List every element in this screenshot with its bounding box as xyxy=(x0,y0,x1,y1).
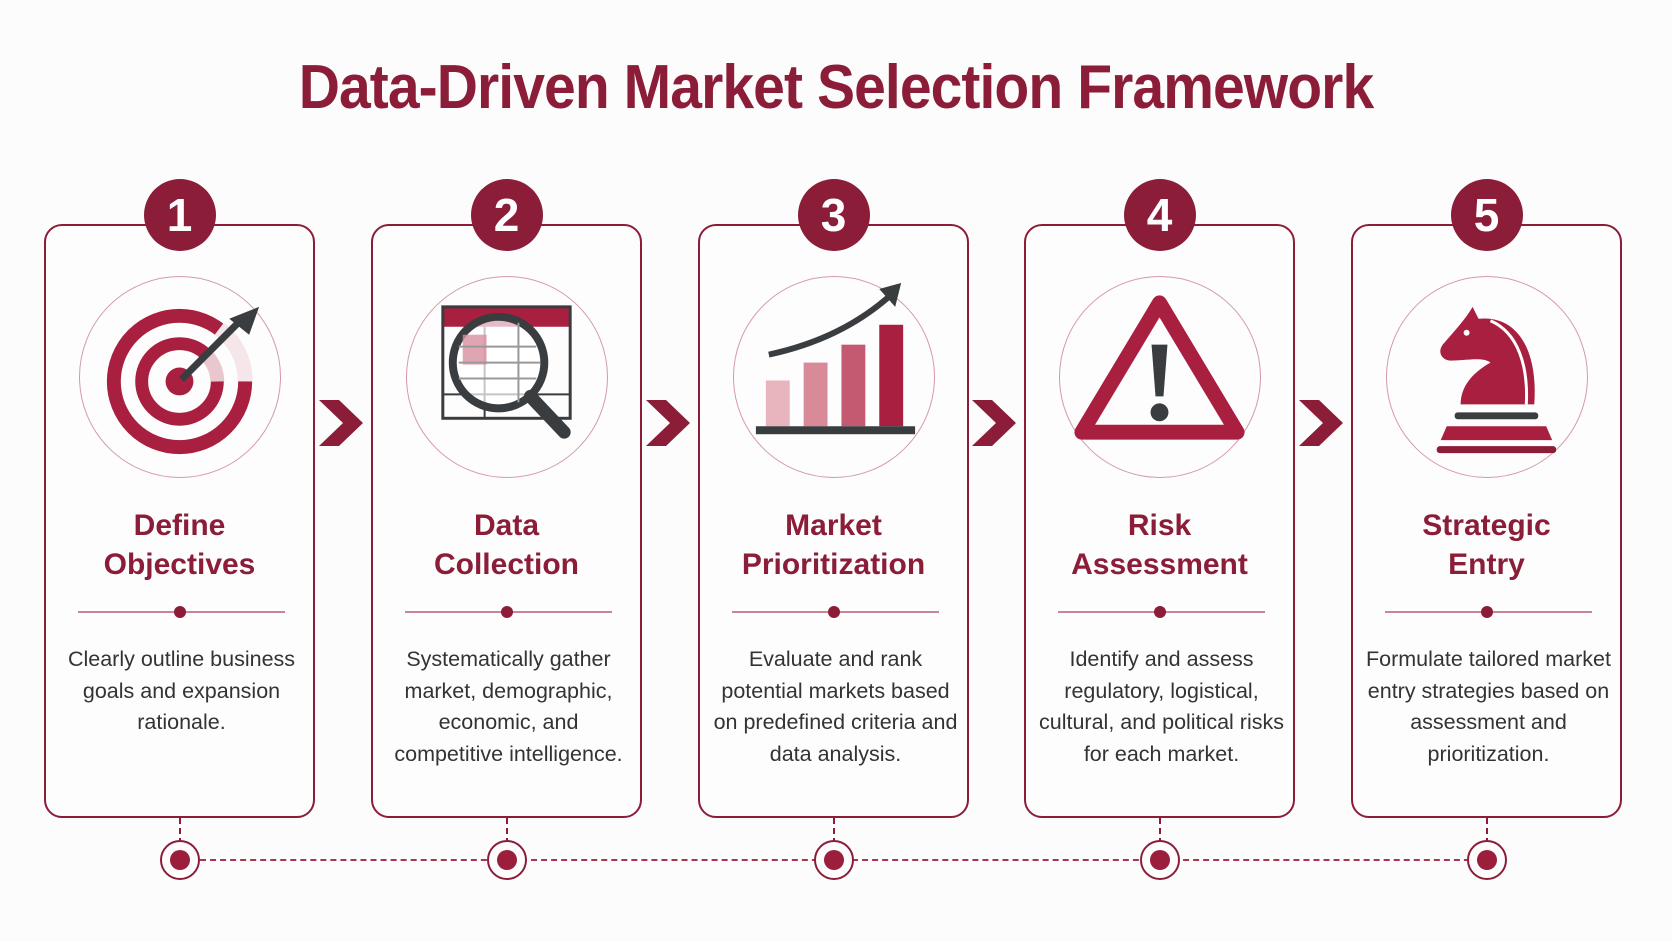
timeline-node-5 xyxy=(1467,840,1507,880)
step-card-1: 1 Define Objectives Clearly outline busi… xyxy=(44,179,315,818)
step-heading: Data Collection xyxy=(433,509,579,581)
chess-knight-icon xyxy=(1385,276,1588,478)
step-number-badge: 1 xyxy=(143,179,216,251)
divider-dot xyxy=(1480,606,1493,618)
step-description: Systematically gather market, demographi… xyxy=(394,647,623,766)
step-heading: Market Prioritization xyxy=(741,509,926,581)
step-heading: Risk Assessment xyxy=(1071,509,1248,581)
rising-bar-chart-icon xyxy=(732,276,935,478)
step-description: Evaluate and rank potential markets base… xyxy=(713,647,958,766)
step-number-badge: 2 xyxy=(470,179,543,251)
chevron-right-icon xyxy=(319,400,363,446)
step-number-badge: 5 xyxy=(1450,179,1523,251)
step-heading: Define Objectives xyxy=(103,509,256,581)
step-description: Formulate tailored market entry strategi… xyxy=(1366,647,1611,766)
step-card-5: 5 Strategic Entry Formulate tailored mar… xyxy=(1351,179,1622,818)
step-number-badge: 3 xyxy=(797,179,870,251)
step-description: Identify and assess regulatory, logistic… xyxy=(1039,647,1284,766)
warning-triangle-icon xyxy=(1058,276,1261,478)
timeline-stem xyxy=(506,818,508,844)
chevron-right-icon xyxy=(1299,400,1343,446)
target-with-arrow-icon xyxy=(78,276,281,478)
divider-dot xyxy=(500,606,513,618)
timeline-stem xyxy=(1159,818,1161,844)
timeline-stem xyxy=(179,818,181,844)
step-card-3: 3 Market Prioritization Evaluate and ran… xyxy=(698,179,969,818)
step-card-4: 4 Risk Assessment Identify and assess re… xyxy=(1024,179,1295,818)
divider-dot xyxy=(827,606,840,618)
timeline-stem xyxy=(833,818,835,844)
magnifying-glass-over-table-icon xyxy=(405,276,608,478)
step-description: Clearly outline business goals and expan… xyxy=(67,647,296,734)
timeline-stem xyxy=(1486,818,1488,844)
timeline-node-1 xyxy=(160,840,200,880)
chevron-right-icon xyxy=(646,400,690,446)
divider-dot xyxy=(173,606,186,618)
timeline-node-2 xyxy=(487,840,527,880)
divider-dot xyxy=(1153,606,1166,618)
step-card-2: 2 Data Collection Systematically gather … xyxy=(371,179,642,818)
step-heading: Strategic Entry xyxy=(1422,509,1551,581)
timeline-node-3 xyxy=(814,840,854,880)
timeline-node-4 xyxy=(1140,840,1180,880)
step-number-badge: 4 xyxy=(1123,179,1196,251)
chevron-right-icon xyxy=(972,400,1016,446)
page-title: Data-Driven Market Selection Framework xyxy=(298,53,1374,122)
